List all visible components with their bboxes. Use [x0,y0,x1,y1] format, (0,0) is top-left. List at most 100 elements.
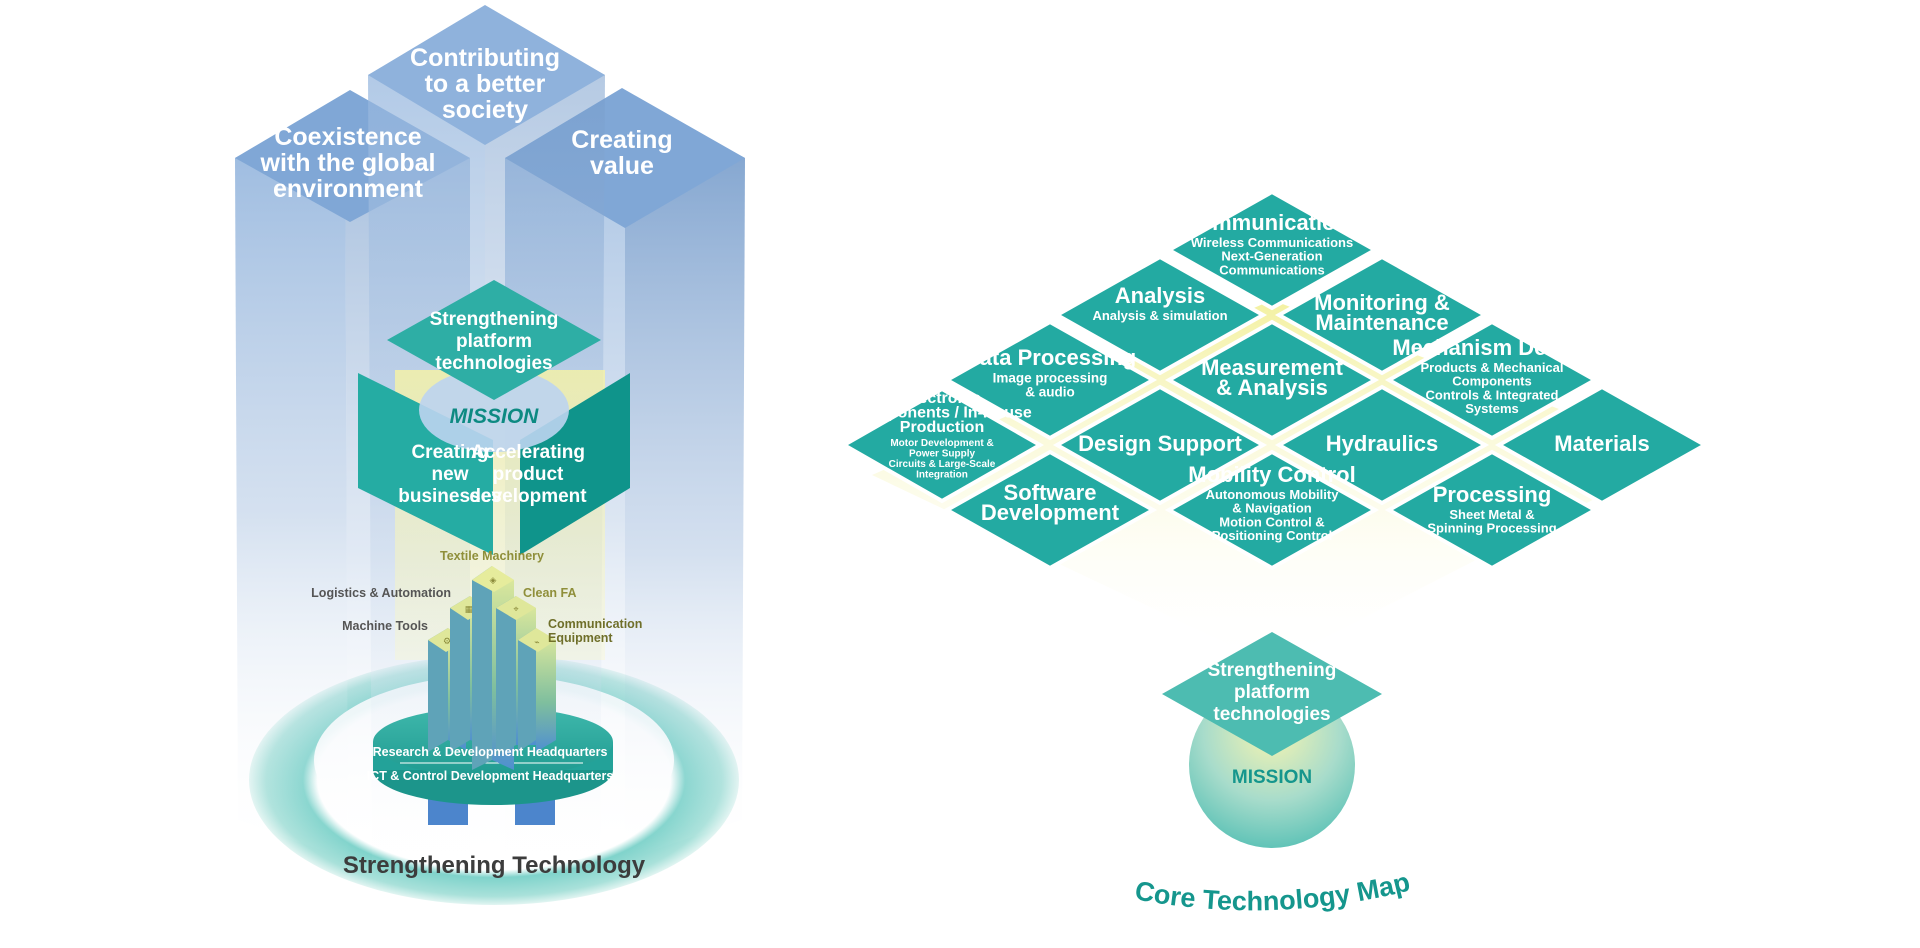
building-icon-box: ▦ [465,604,474,614]
tile-communications-title-line: Communications [1183,210,1361,235]
creating-new-businesses-label-line: businesses [398,486,502,507]
tile-design-support-title-line: Design Support [1078,431,1242,456]
tile-communications-subtitle-line: Wireless Communications [1191,235,1353,250]
tile-measurement-title-line: & Analysis [1216,375,1328,400]
base-mission [1162,632,1382,848]
pillar-right-label-line: value [590,152,654,180]
tile-measurement-shape [1164,319,1380,441]
mission-cube-top-label-line: platform [456,331,532,352]
tile-processing-subtitle: Sheet Metal &Spinning Processing [1427,507,1556,536]
tile-measurement: Measurement& Analysis [1164,319,1380,441]
tile-communications-shape [1164,189,1380,311]
base-mission-label: MISSION [1232,767,1312,788]
tile-design-support-title: Design Support [1078,431,1242,456]
tile-design-support: Design Support [1052,384,1268,506]
tile-measurement-title-line: Measurement [1201,355,1344,380]
base-mission-top [1162,632,1382,756]
tile-data-processing-subtitle: Image processing& audio [993,371,1108,400]
business-buildings: ⚙ ▦ ◈ ⌖ [428,566,556,770]
tile-materials-title-line: Materials [1554,431,1649,456]
label-logistics-automation: Logistics & Automation [311,586,451,600]
building-icon-gear: ⚙ [443,636,451,646]
tile-materials: Materials [1494,384,1710,506]
label-clean-fa: Clean FA [523,586,577,600]
tile-data-processing-subtitle-line: & audio [1025,385,1075,400]
tile-mechanism-subtitle-line: Components [1452,374,1531,389]
tile-monitoring: Monitoring &Maintenance [1274,254,1490,376]
pillar-center-label-line: Contributing [410,44,560,72]
base-mission-top-label-line: platform [1234,682,1310,703]
accelerating-product-development-label-line: development [469,486,587,507]
mission-cube-left-face [358,373,493,555]
base-mission-top-label-line: technologies [1213,704,1330,725]
label-ict-headquarters: ICT & Control Development Headquarters [367,769,614,783]
label-rd-headquarters: Research & Development Headquarters [373,745,608,759]
tile-hydraulics-title-line: Hydraulics [1326,431,1439,456]
tile-hydraulics: Hydraulics [1274,384,1490,506]
caption-strengthening-technology: Strengthening Technology [343,852,646,879]
tile-processing-title: Processing [1433,482,1552,507]
building-icon-spool: ◈ [490,575,497,585]
tile-monitoring-title: Monitoring &Maintenance [1314,290,1450,335]
tile-measurement-title: Measurement& Analysis [1201,355,1344,400]
tile-processing-shape [1384,449,1600,571]
tile-processing-subtitle-line: Sheet Metal & [1449,507,1534,522]
mission-cube-top [387,280,601,400]
tile-mechanism-subtitle-line: Products & Mechanical [1420,360,1563,375]
tile-electronic-subtitle-line: Motor Development & [890,438,993,449]
tile-mobility-subtitle-line: Motion Control & [1219,514,1324,529]
tile-mechanism-title: Mechanism Design [1392,335,1591,360]
tile-electronic-subtitle-line: Circuits & Large-Scale [889,459,996,470]
tile-software-title-line: Development [981,500,1120,525]
tile-hydraulics-shape [1274,384,1490,506]
creating-new-businesses-label-line: Creating [411,442,488,463]
tile-analysis-title: Analysis [1115,283,1206,308]
tile-mechanism-title-line: Mechanism Design [1392,335,1591,360]
pillar-right-label-line: Creating [571,126,672,154]
tile-software-title-line: Software [1004,480,1097,505]
tile-analysis-subtitle-line: Analysis & simulation [1092,308,1227,323]
mission-cube-top-label-line: Strengthening [430,309,559,330]
tile-mobility-subtitle-line: Autonomous Mobility [1206,487,1340,502]
pillar-center-label-line: society [442,96,528,124]
tile-electronic-subtitle-line: Power Supply [909,448,976,459]
tile-monitoring-shape [1274,254,1490,376]
label-communication-equipment-line: Communication [548,617,642,631]
pillar-left-label-line: environment [273,175,424,203]
pillar-center-label-line: to a better [425,70,546,98]
building-icon-antenna: ⌁ [534,637,539,647]
tile-mobility-subtitle-line: & Navigation [1232,501,1312,516]
tile-electronic-title-line: Electronic [903,390,980,407]
tile-analysis-title-line: Analysis [1115,283,1206,308]
tile-data-processing-subtitle-line: Image processing [993,371,1108,386]
tile-communications-title: Communications [1183,210,1361,235]
mission-cube [358,280,630,555]
tile-analysis-subtitle: Analysis & simulation [1092,308,1227,323]
tile-data-processing-title: Data Processing [964,345,1136,370]
tile-mobility-shape [1164,449,1380,571]
tile-mobility-subtitle-line: Positioning Control [1212,528,1333,543]
pillar-left-label-line: Coexistence [274,123,421,151]
